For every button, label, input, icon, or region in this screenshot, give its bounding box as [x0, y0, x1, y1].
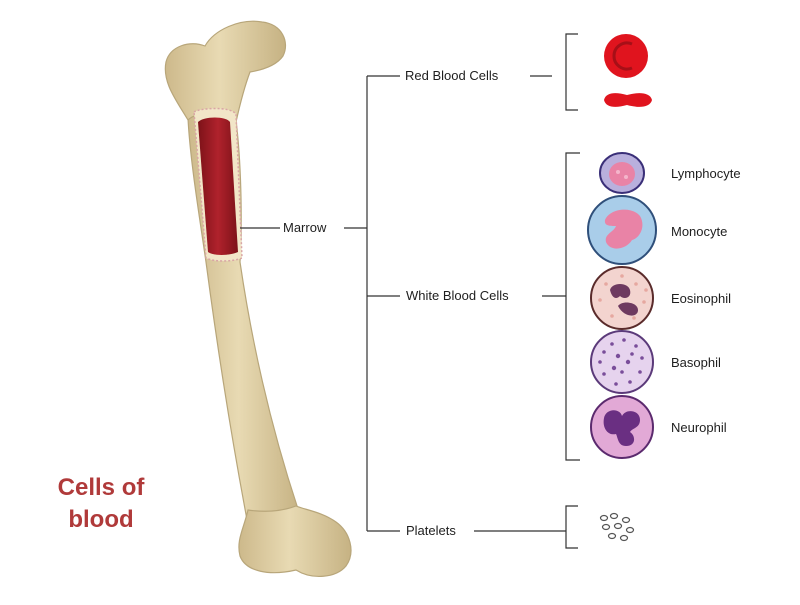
neurophil-label: Neurophil [671, 420, 727, 435]
monocyte-icon [587, 195, 657, 265]
monocyte-label: Monocyte [671, 224, 728, 239]
platelets-label: Platelets [406, 523, 456, 538]
neutrophil-icon [590, 395, 654, 459]
lymphocyte-icon [599, 152, 645, 194]
title-line-1: Cells of [57, 474, 145, 501]
lymphocyte-label: Lymphocyte [671, 166, 741, 181]
bone-condyles [238, 505, 352, 577]
diagram-title: Cells of blood [48, 472, 154, 536]
marrow-cavity [198, 117, 238, 255]
white-cells-bracket [565, 152, 580, 461]
eosinophil-label: Eosinophil [671, 291, 731, 306]
red-cells-bracket [565, 33, 578, 111]
platelets-icon [599, 512, 635, 542]
white-blood-cells-label: White Blood Cells [406, 288, 509, 303]
eosinophil-icon [590, 266, 654, 330]
bone-head [164, 20, 287, 124]
basophil-label: Basophil [671, 355, 721, 370]
femur-bone [164, 20, 352, 577]
platelets-bracket [565, 505, 578, 549]
title-line-2: blood [68, 506, 134, 533]
red-cell-front-icon [604, 34, 648, 78]
red-cell-side-icon [604, 93, 652, 107]
basophil-icon [590, 330, 654, 394]
marrow-label: Marrow [283, 220, 327, 235]
connector-lines [240, 33, 580, 549]
red-blood-cells-label: Red Blood Cells [405, 68, 499, 83]
